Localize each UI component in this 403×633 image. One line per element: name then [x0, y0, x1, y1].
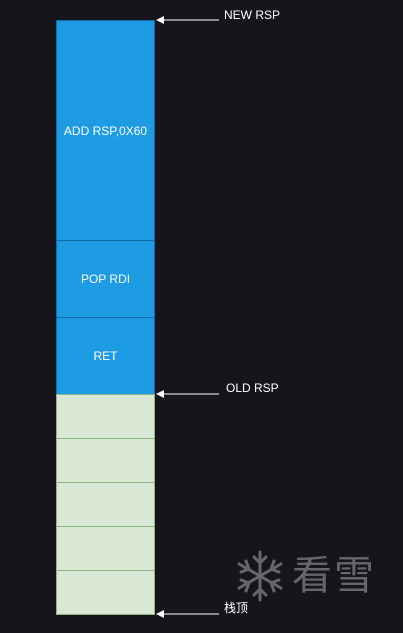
arrow-left-icon [156, 610, 219, 618]
stack-block-ret: RET [56, 317, 155, 395]
stack-block-label: ADD RSP,0X60 [63, 123, 148, 138]
old-rsp-pointer [155, 387, 225, 401]
stack-slot-empty [56, 526, 155, 571]
stack-top-pointer [155, 607, 225, 621]
stack-top-label: 栈顶 [224, 601, 249, 615]
stack-block-pop-rdi: POP RDI [56, 240, 155, 318]
stack-block-label: RET [93, 349, 118, 363]
old-rsp-label: OLD RSP [226, 381, 279, 395]
arrow-left-icon [156, 16, 219, 24]
new-rsp-pointer [155, 13, 225, 27]
stack-slot-empty [56, 394, 155, 439]
stack-slot-empty [56, 482, 155, 527]
new-rsp-label: NEW RSP [224, 8, 281, 22]
stack-block-label: POP RDI [80, 272, 131, 286]
watermark-logo: 看雪 [232, 548, 382, 606]
stack-block-add-rsp: ADD RSP,0X60 [56, 20, 155, 241]
stack-slot-empty [56, 438, 155, 483]
snowflake-icon [237, 550, 283, 602]
stack-slot-empty [56, 570, 155, 615]
arrow-left-icon [156, 390, 219, 398]
watermark-text: 看雪 [292, 553, 376, 599]
